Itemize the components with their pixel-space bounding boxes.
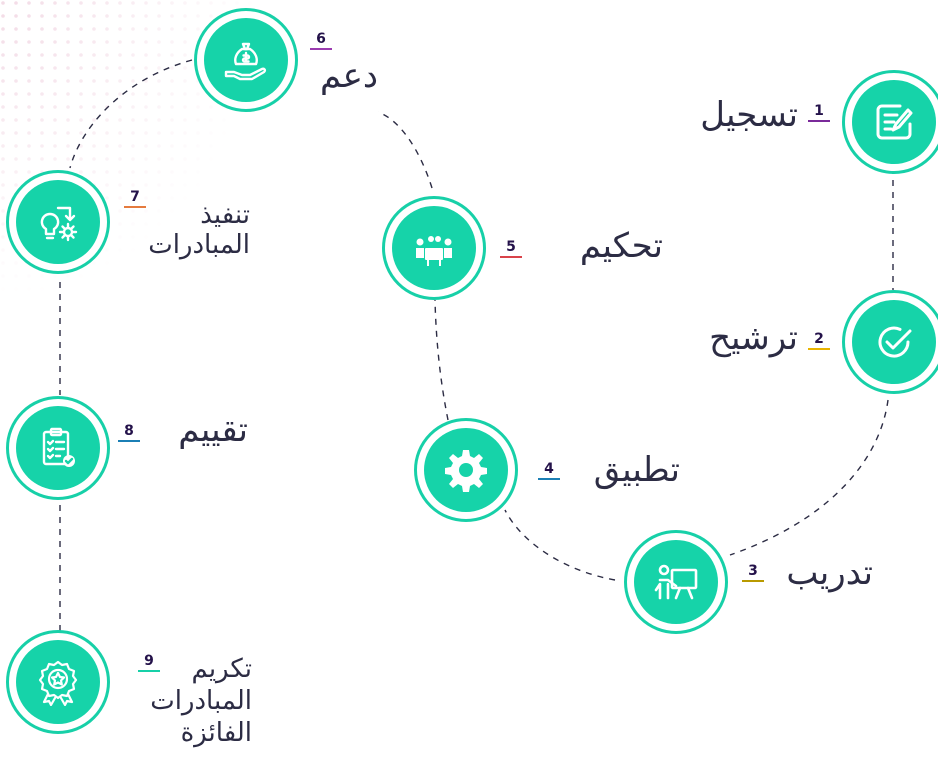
step-3-label: تدريب xyxy=(786,553,873,593)
step-7-number: 7 xyxy=(124,188,146,208)
step-7-node xyxy=(6,170,110,274)
step-3-number: 3 xyxy=(742,562,764,582)
presentation-trainer-icon xyxy=(654,564,698,600)
step-5-label: تحكيم xyxy=(579,226,663,266)
idea-process-icon xyxy=(40,206,78,242)
step-7-label-line2: المبادرات xyxy=(148,230,250,260)
step-9-node xyxy=(6,630,110,734)
step-3-node xyxy=(624,530,728,634)
step-2-label: ترشيح xyxy=(709,318,798,358)
step-1-node xyxy=(842,70,938,174)
step-6-number: 6 xyxy=(310,30,332,50)
connector-2-3 xyxy=(729,399,889,556)
gear-icon xyxy=(445,450,487,492)
edit-document-icon xyxy=(876,104,913,140)
step-1-number: 1 xyxy=(808,102,830,122)
step-9-label-line2: المبادرات xyxy=(150,686,252,716)
check-circle-icon xyxy=(878,326,912,358)
step-1-label: تسجيل xyxy=(700,95,798,135)
step-8-number: 8 xyxy=(118,422,140,442)
step-6-label: دعم xyxy=(319,56,378,96)
connector-4-5 xyxy=(434,299,449,421)
step-5-number: 5 xyxy=(500,238,522,258)
money-bag-hand-icon xyxy=(224,42,267,81)
step-6-node xyxy=(194,8,298,112)
clipboard-checklist-icon xyxy=(42,427,75,467)
connector-5-6 xyxy=(377,111,433,189)
step-4-node xyxy=(414,418,518,522)
connector-6-7 xyxy=(69,59,193,169)
connector-3-4 xyxy=(504,509,616,581)
step-9-label-line3: الفائزة xyxy=(180,718,252,748)
meeting-judges-icon xyxy=(416,236,452,266)
step-5-node xyxy=(382,196,486,300)
award-badge-icon xyxy=(38,660,78,706)
step-9-label-line1: تكريم xyxy=(191,654,252,684)
step-4-number: 4 xyxy=(538,460,560,480)
step-8-node xyxy=(6,396,110,500)
step-4-label: تطبيق xyxy=(593,450,680,490)
step-2-node xyxy=(842,290,938,394)
step-9-number: 9 xyxy=(138,652,160,672)
step-2-number: 2 xyxy=(808,330,830,350)
step-7-label-line1: تنفيذ xyxy=(200,200,250,230)
step-8-label: تقييم xyxy=(178,410,248,450)
